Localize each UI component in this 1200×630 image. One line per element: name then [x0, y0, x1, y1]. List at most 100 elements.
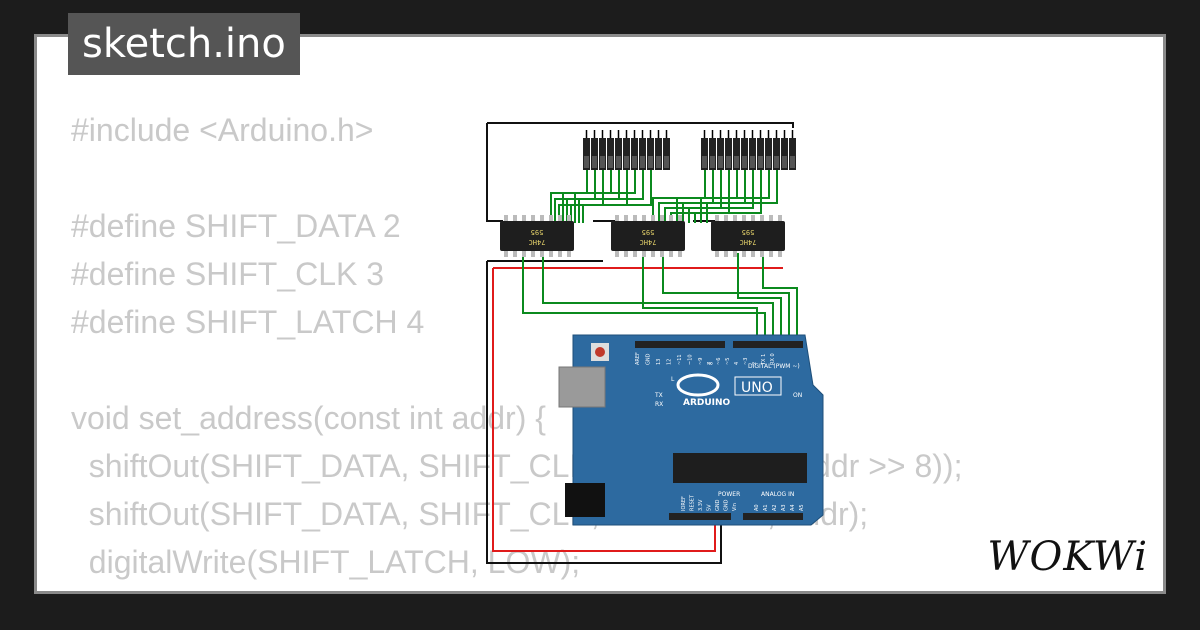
shift-register-2: 595 74HC — [611, 215, 685, 257]
uno-box — [734, 376, 782, 396]
header-pin — [773, 138, 780, 170]
pin-label: ~11 — [677, 354, 683, 365]
chip-pin — [778, 215, 782, 221]
chip-pin — [742, 215, 746, 221]
pin-label: GND — [646, 353, 652, 365]
wire-data — [706, 170, 778, 223]
code-line: void set_address(const int addr) { — [71, 400, 546, 436]
chip-pin — [715, 215, 719, 221]
header-pin — [615, 138, 622, 170]
chip-body — [500, 221, 574, 251]
chip-pin — [769, 215, 773, 221]
header-pin — [789, 138, 796, 170]
wire-serial — [737, 253, 782, 341]
chip-pin — [615, 215, 619, 221]
header-pin-body — [766, 156, 771, 168]
header-pin-body — [742, 156, 747, 168]
analog-header — [743, 513, 803, 520]
tx-label: TX — [654, 392, 663, 399]
power-pin-label: RESET — [690, 494, 696, 511]
pin-label: 7 — [707, 362, 713, 365]
digital-header-left — [635, 341, 725, 348]
header-pin-body — [702, 156, 707, 168]
power-pin-label: GND — [715, 499, 721, 511]
power-pin-label: 3.3V — [698, 499, 704, 511]
chip-pin — [522, 251, 526, 257]
chip-pin — [633, 215, 637, 221]
header-pin-body — [608, 156, 613, 168]
wire-gnd-left — [486, 123, 503, 222]
chip-pin — [715, 251, 719, 257]
chip-pin — [633, 251, 637, 257]
chip-pin — [549, 251, 553, 257]
chip-pin — [669, 251, 673, 257]
header-pin — [639, 138, 646, 170]
code-line: #define SHIFT_LATCH 4 — [71, 304, 425, 340]
header-pin — [631, 138, 638, 170]
wire-data — [694, 170, 762, 223]
power-label: POWER — [718, 491, 740, 498]
header-pin-body — [774, 156, 779, 168]
pin-header-right — [701, 130, 796, 170]
pin-label: 13 — [656, 359, 662, 365]
header-pin-body — [632, 156, 637, 168]
pin-label: 4 — [734, 362, 740, 365]
chip-label: 595 — [742, 228, 755, 236]
header-pin-body — [656, 156, 661, 168]
led-l-label: L — [671, 376, 675, 383]
chip-pin — [567, 251, 571, 257]
header-pin — [701, 138, 708, 170]
header-pin-body — [584, 156, 589, 168]
header-pin — [607, 138, 614, 170]
chip-pin — [531, 215, 535, 221]
arduino-logo — [676, 373, 720, 397]
chip-pin — [642, 215, 646, 221]
chip-pin — [724, 215, 728, 221]
header-pin-body — [710, 156, 715, 168]
uno-label: UNO — [741, 380, 773, 396]
wire-data — [578, 170, 644, 223]
pin-label: RX 0 — [770, 353, 776, 365]
chip-label: 595 — [642, 228, 655, 236]
chip-pin — [615, 251, 619, 257]
header-pin — [709, 138, 716, 170]
chip-pin — [558, 215, 562, 221]
chip-pin — [751, 215, 755, 221]
wire-data — [558, 170, 604, 223]
power-pin-label: GND — [724, 499, 730, 511]
chip-pin — [733, 251, 737, 257]
header-pin-body — [648, 156, 653, 168]
code-line: #define SHIFT_CLK 3 — [71, 256, 385, 292]
chip-pin — [724, 251, 728, 257]
analog-pin-label: A4 — [790, 504, 796, 511]
wire-shift-latch — [642, 253, 758, 341]
chip-pin — [733, 215, 737, 221]
chip-label: 74HC — [640, 238, 657, 246]
header-pin — [591, 138, 598, 170]
header-pin — [623, 138, 630, 170]
pin-label: ~3 — [743, 358, 749, 365]
header-pin-body — [640, 156, 645, 168]
header-pin — [725, 138, 732, 170]
reset-button-cap — [595, 347, 605, 357]
chip-pin — [540, 215, 544, 221]
wire-data — [574, 170, 636, 223]
header-pin — [583, 138, 590, 170]
atmega-chip — [673, 453, 807, 483]
header-pin-body — [758, 156, 763, 168]
header-pin-body — [718, 156, 723, 168]
pin-label: 2 — [752, 362, 758, 365]
chip-pin — [769, 251, 773, 257]
file-tab[interactable]: sketch.ino — [68, 13, 300, 75]
wire-gnd-bus — [487, 122, 794, 128]
header-pin-body — [592, 156, 597, 168]
analog-pin-label: A3 — [781, 504, 787, 511]
chip-pin — [504, 251, 508, 257]
chip-pin — [513, 251, 517, 257]
chip-body — [711, 221, 785, 251]
pin-label: ~6 — [716, 358, 722, 365]
arduino-brand: ARDUINO — [683, 398, 731, 408]
